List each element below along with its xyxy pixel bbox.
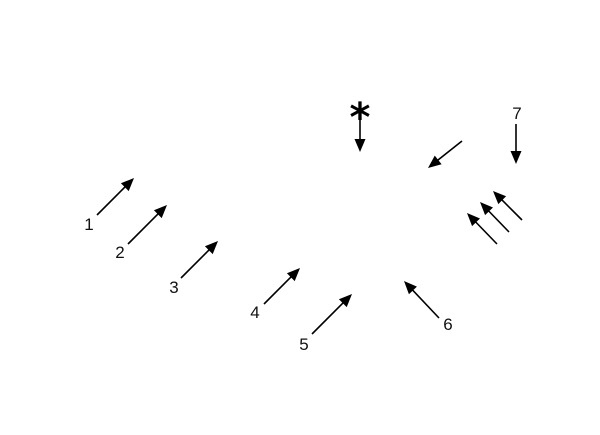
label-6: 6 <box>443 315 452 334</box>
arrow-asterisk-head <box>354 139 366 152</box>
arrow-1 <box>96 178 134 216</box>
arrow-triple-c <box>493 191 523 221</box>
arrow-6-head <box>404 281 417 295</box>
arrow-4-shaft <box>263 275 293 305</box>
arrow-4 <box>263 268 300 305</box>
arrow-triple-b <box>480 202 510 233</box>
label-5: 5 <box>299 335 308 354</box>
arrow-upper-right <box>428 140 463 168</box>
label-7: 7 <box>512 104 521 123</box>
arrow-5-head <box>338 294 352 308</box>
arrow-5 <box>311 294 352 335</box>
arrow-4-head <box>286 268 300 282</box>
arrow-triple-c-shaft <box>500 198 523 221</box>
arrow-3-head <box>204 241 218 255</box>
arrows-group <box>96 112 523 335</box>
arrow-triple-a <box>467 213 498 245</box>
label-2: 2 <box>115 243 124 262</box>
arrow-triple-b-shaft <box>487 210 510 233</box>
arrow-2 <box>127 205 167 245</box>
label-3: 3 <box>169 278 178 297</box>
arrow-5-shaft <box>311 301 345 335</box>
label-1: 1 <box>84 215 93 234</box>
arrow-1-head <box>120 178 134 192</box>
arrow-6-shaft <box>411 289 440 319</box>
arrow-upper-right-shaft <box>436 140 463 162</box>
arrow-1-shaft <box>96 185 127 216</box>
arrow-7-head <box>510 151 522 164</box>
arrow-upper-right-head <box>428 155 442 168</box>
arrow-6 <box>404 281 440 319</box>
arrow-3-shaft <box>180 248 211 279</box>
arrow-asterisk <box>354 112 366 152</box>
arrow-triple-a-head <box>467 213 480 227</box>
arrow-7 <box>510 124 522 164</box>
arrow-2-shaft <box>127 212 160 245</box>
label-4: 4 <box>250 303 259 322</box>
asterisk-marker: * <box>350 95 371 141</box>
arrow-triple-a-shaft <box>474 221 498 245</box>
arrow-triple-b-head <box>480 202 493 216</box>
arrow-triple-c-head <box>493 191 507 205</box>
arrow-2-head <box>153 205 167 219</box>
arrow-3 <box>180 241 218 279</box>
